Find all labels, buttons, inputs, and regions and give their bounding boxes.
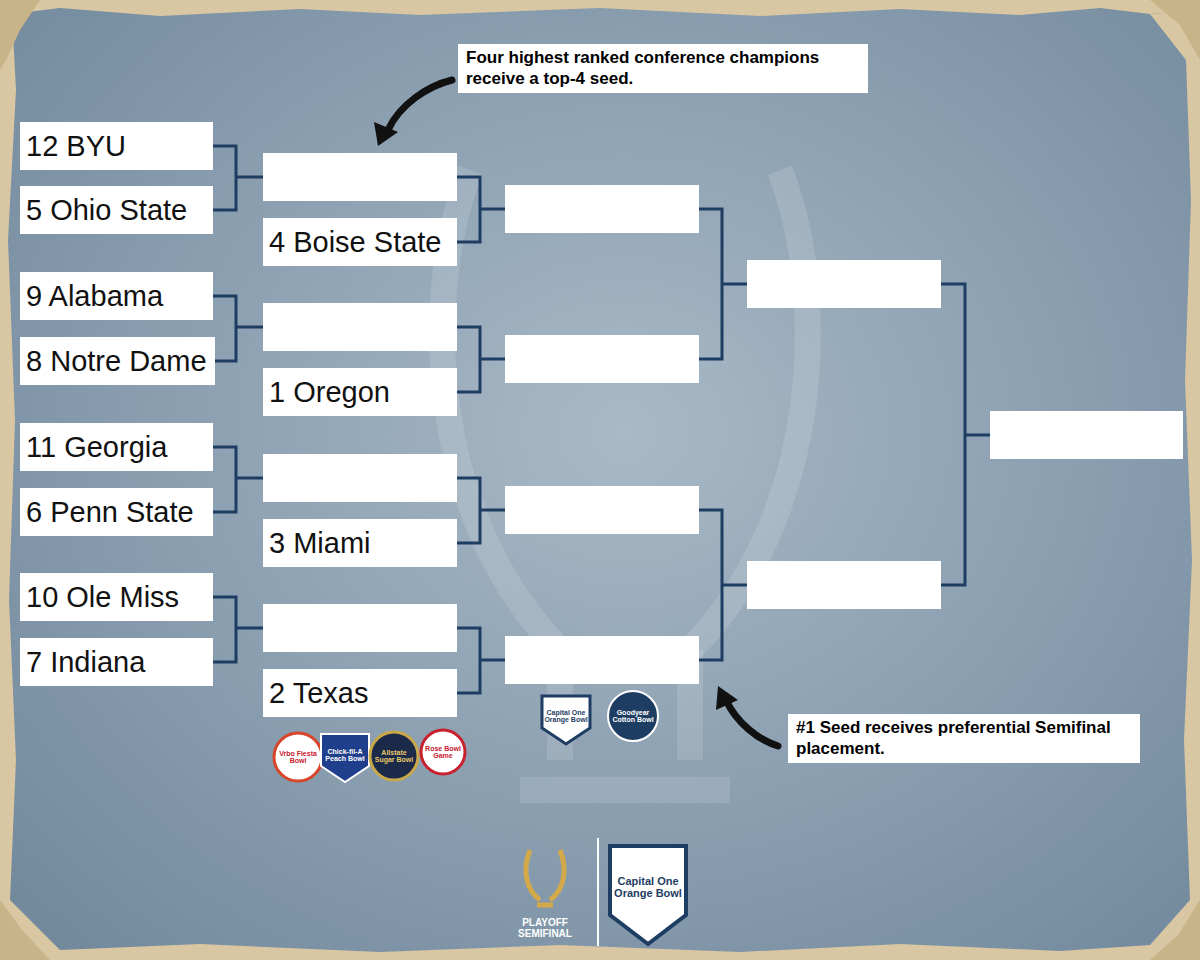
team-box: 6 Penn State [20, 488, 213, 536]
empty-slot [505, 636, 699, 684]
logo-text: Goodyear Cotton Bowl [612, 709, 654, 724]
team-name: 8 Notre Dame [26, 345, 207, 378]
team-box: 7 Indiana [20, 638, 213, 686]
bracket-line [699, 510, 747, 660]
peach-logo [321, 734, 369, 782]
team-name: 5 Ohio State [26, 194, 187, 227]
empty-slots [263, 153, 1183, 684]
logo-text: Vrbo Fiesta Bowl [278, 750, 318, 765]
logo-text: Capital One Orange Bowl [544, 709, 588, 724]
empty-slot [990, 411, 1183, 459]
team-box: 4 Boise State [263, 218, 457, 266]
team-box: 8 Notre Dame [20, 337, 215, 385]
empty-slot [263, 454, 457, 502]
logo-text: Chick-fil-A Peach Bowl [323, 748, 367, 763]
team-name: 10 Ole Miss [26, 581, 179, 614]
team-name: 2 Texas [269, 677, 368, 710]
fiesta-logo [274, 733, 322, 781]
empty-slot [263, 153, 457, 201]
callout-text: Four highest ranked conference champions… [466, 48, 860, 89]
bracket-line [213, 296, 263, 361]
empty-slot [505, 185, 699, 233]
logo-text: Rose Bowl Game [424, 745, 462, 760]
team-name: 12 BYU [26, 130, 126, 163]
team-name: 1 Oregon [269, 376, 390, 409]
bracket-line [699, 209, 747, 359]
team-box: 12 BYU [20, 122, 213, 170]
callout-box: #1 Seed receives preferential Semifinal … [788, 714, 1140, 763]
logo-text: Capital One Orange Bowl [613, 876, 683, 899]
team-box: 2 Texas [263, 669, 457, 717]
team-name: 3 Miami [269, 527, 371, 560]
rose-logo [421, 730, 465, 774]
arrow-head [716, 686, 738, 710]
callout-arrow [388, 80, 452, 130]
trophy-icon [526, 850, 564, 905]
callout-box: Four highest ranked conference champions… [458, 44, 868, 93]
team-name: 7 Indiana [26, 646, 145, 679]
empty-slot [747, 260, 941, 308]
team-box: 9 Alabama [20, 272, 213, 320]
bracket-line [213, 447, 263, 512]
bracket-line [457, 177, 505, 242]
bracket-line [213, 146, 263, 210]
divider [597, 838, 599, 946]
empty-slot [505, 335, 699, 383]
empty-slot [263, 604, 457, 652]
team-name: 11 Georgia [26, 431, 167, 464]
cotton-logo [608, 691, 658, 741]
bracket-line [457, 478, 505, 543]
empty-slot [263, 303, 457, 351]
team-name: 4 Boise State [269, 226, 442, 259]
team-box: 5 Ohio State [20, 186, 213, 234]
bracket-line [457, 628, 505, 693]
arrow-head [374, 122, 398, 146]
logo-text: Allstate Sugar Bowl [374, 749, 414, 764]
team-name: 9 Alabama [26, 280, 163, 313]
team-box: 10 Ole Miss [20, 573, 213, 621]
orange-bowl-logo [610, 846, 686, 944]
orange-bowl-logo [542, 696, 590, 744]
empty-slot [505, 486, 699, 534]
empty-slot [747, 561, 941, 609]
callout-arrow [726, 700, 778, 746]
team-box: 11 Georgia [20, 423, 213, 471]
team-name: 6 Penn State [26, 496, 194, 529]
caption-text: PLAYOFF SEMIFINAL [500, 918, 590, 939]
callout-text: #1 Seed receives preferential Semifinal … [796, 718, 1132, 759]
team-box: 1 Oregon [263, 368, 457, 416]
bracket-lines [213, 146, 990, 693]
bracket-line [213, 597, 263, 662]
bracket-line [457, 327, 505, 392]
sugar-logo [370, 732, 418, 780]
team-box: 3 Miami [263, 519, 457, 567]
bracket-line [941, 284, 990, 585]
